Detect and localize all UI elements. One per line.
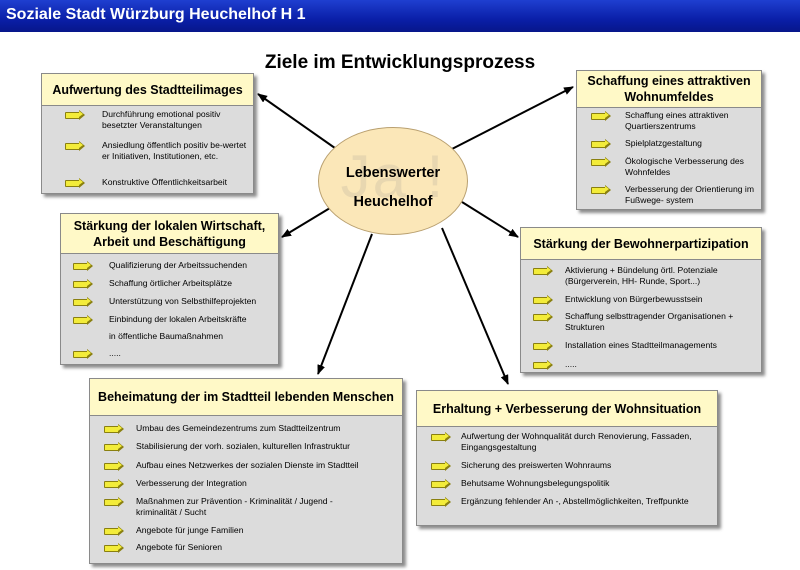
goal-item: Schaffung örtlicher Arbeitsplätze (109, 278, 233, 288)
center-line-1: Lebenswerter (345, 165, 441, 181)
goal-item: Schaffung selbsttragender Organisationen… (565, 311, 734, 332)
center-ellipse: Ja ! Lebenswerter Heuchelhof (318, 127, 468, 235)
bullet-arrow-icon (431, 461, 451, 471)
bullet-arrow-icon (73, 315, 93, 325)
bullet-arrow-icon (65, 141, 85, 151)
goal-item: Spielplatzgestaltung (625, 138, 702, 148)
bullet-arrow-icon (104, 442, 124, 452)
bullet-arrow-icon (533, 312, 553, 322)
arrow-to-partizipation (461, 201, 519, 238)
bullet-arrow-icon (73, 279, 93, 289)
arrow-to-umfeld (449, 86, 574, 151)
bullet-arrow-icon (65, 110, 85, 120)
center-watermark: Ja ! (340, 143, 446, 210)
goal-box-wohnsituation: Erhaltung + Verbesserung der Wohnsituati… (416, 390, 718, 526)
goal-title: Schaffung eines attraktiven Wohnumfeldes (577, 71, 761, 108)
diagram-title: Ziele im Entwicklungsprozess (264, 52, 536, 73)
goal-title: Aufwertung des Stadtteilimages (42, 74, 253, 106)
bullet-arrow-icon (65, 178, 85, 188)
goal-item: Aufwertung der Wohnqualität durch Renovi… (461, 431, 692, 452)
goal-item: Aktivierung + Bündelung örtl. Potenziale… (565, 265, 718, 286)
goal-title-line-1: Stärkung der lokalen Wirtschaft, (73, 218, 266, 233)
bullet-arrow-icon (104, 479, 124, 489)
goal-item: Qualifizierung der Arbeitssuchenden (109, 260, 248, 270)
goal-item: Umbau des Gemeindezentrums zum Stadtteil… (136, 423, 341, 433)
bullet-arrow-icon (104, 543, 124, 553)
goal-box-beheimatung: Beheimatung der im Stadtteil lebenden Me… (89, 378, 403, 564)
goal-title: Stärkung der lokalen Wirtschaft, Arbeit … (61, 214, 278, 254)
goal-title-line-2: Wohnumfeldes (624, 90, 714, 104)
bullet-arrow-icon (431, 479, 451, 489)
goal-item: Ökologische Verbesserung des Wohnfeldes (625, 156, 744, 177)
goal-item: ..... (109, 348, 121, 358)
goal-title: Stärkung der Bewohnerpartizipation (521, 228, 761, 260)
goal-item: Installation eines Stadtteilmanagements (565, 340, 717, 350)
bullet-arrow-icon (591, 111, 611, 121)
goal-item: Schaffung eines attraktiven Quartierszen… (625, 110, 729, 131)
arrow-to-image (257, 93, 343, 154)
bullet-arrow-icon (73, 349, 93, 359)
goal-item: Behutsame Wohnungsbelegungspolitik (461, 478, 610, 488)
bullet-arrow-icon (104, 526, 124, 536)
goal-item: in öffentliche Baumaßnahmen (109, 331, 224, 341)
goal-box-bewohnerpartizipation: Stärkung der Bewohnerpartizipation Aktiv… (520, 227, 762, 373)
header-title: Soziale Stadt Würzburg Heuchelhof H 1 (6, 6, 306, 23)
goal-title: Erhaltung + Verbesserung der Wohnsituati… (417, 391, 717, 427)
bullet-arrow-icon (591, 157, 611, 167)
bullet-arrow-icon (73, 261, 93, 271)
bullet-arrow-icon (533, 295, 553, 305)
bullet-arrow-icon (104, 424, 124, 434)
header-bar: Soziale Stadt Würzburg Heuchelhof H 1 (0, 0, 800, 32)
center-line-2: Heuchelhof (353, 194, 433, 210)
bullet-arrow-icon (73, 297, 93, 307)
goal-item: Durchführung emotional positiv besetzter… (102, 109, 221, 130)
goal-box-wohnumfeld: Schaffung eines attraktiven Wohnumfeldes… (576, 70, 762, 210)
bullet-arrow-icon (431, 432, 451, 442)
goal-item: Konstruktive Öffentlichkeitsarbeit (102, 177, 227, 187)
bullet-arrow-icon (591, 185, 611, 195)
bullet-arrow-icon (104, 497, 124, 507)
goal-item: Unterstützung von Selbsthilfeprojekten (109, 296, 257, 306)
goal-item: Verbesserung der Orientierung im Fußwege… (625, 184, 754, 205)
goal-item: Aufbau eines Netzwerkes der sozialen Die… (136, 460, 359, 470)
goal-item: Stabilisierung der vorh. sozialen, kultu… (136, 441, 350, 451)
goal-title-line-2: Arbeit und Beschäftigung (93, 234, 246, 249)
goal-item: Verbesserung der Integration (136, 478, 247, 488)
goal-item: Ergänzung fehlender An -, Abstellmöglich… (461, 496, 689, 506)
goal-item: Angebote für junge Familien (136, 525, 244, 535)
arrow-to-beheimatung (317, 233, 373, 375)
goal-item: Sicherung des preiswerten Wohnraums (461, 460, 612, 470)
arrow-to-wohnsituation (441, 227, 509, 385)
arrow-to-wirtschaft (281, 207, 331, 238)
goal-item: Ansiedlung öffentlich positiv be-wertet … (102, 140, 247, 161)
goal-title-line-1: Schaffung eines attraktiven (587, 74, 751, 88)
bullet-arrow-icon (533, 360, 553, 370)
bullet-arrow-icon (104, 461, 124, 471)
bullet-arrow-icon (533, 266, 553, 276)
goal-item: Angebote für Senioren (136, 542, 223, 552)
goal-item: Einbindung der lokalen Arbeitskräfte (109, 314, 247, 324)
bullet-arrow-icon (431, 497, 451, 507)
goal-title: Beheimatung der im Stadtteil lebenden Me… (90, 379, 402, 416)
goal-item: Maßnahmen zur Prävention - Kriminalität … (136, 496, 333, 517)
goal-box-stadtteilimage: Aufwertung des Stadtteilimages Durchführ… (41, 73, 254, 194)
goal-item: ..... (565, 359, 577, 369)
bullet-arrow-icon (533, 341, 553, 351)
goal-box-wirtschaft: Stärkung der lokalen Wirtschaft, Arbeit … (60, 213, 279, 365)
goal-item: Entwicklung von Bürgerbewusstsein (565, 294, 703, 304)
bullet-arrow-icon (591, 139, 611, 149)
